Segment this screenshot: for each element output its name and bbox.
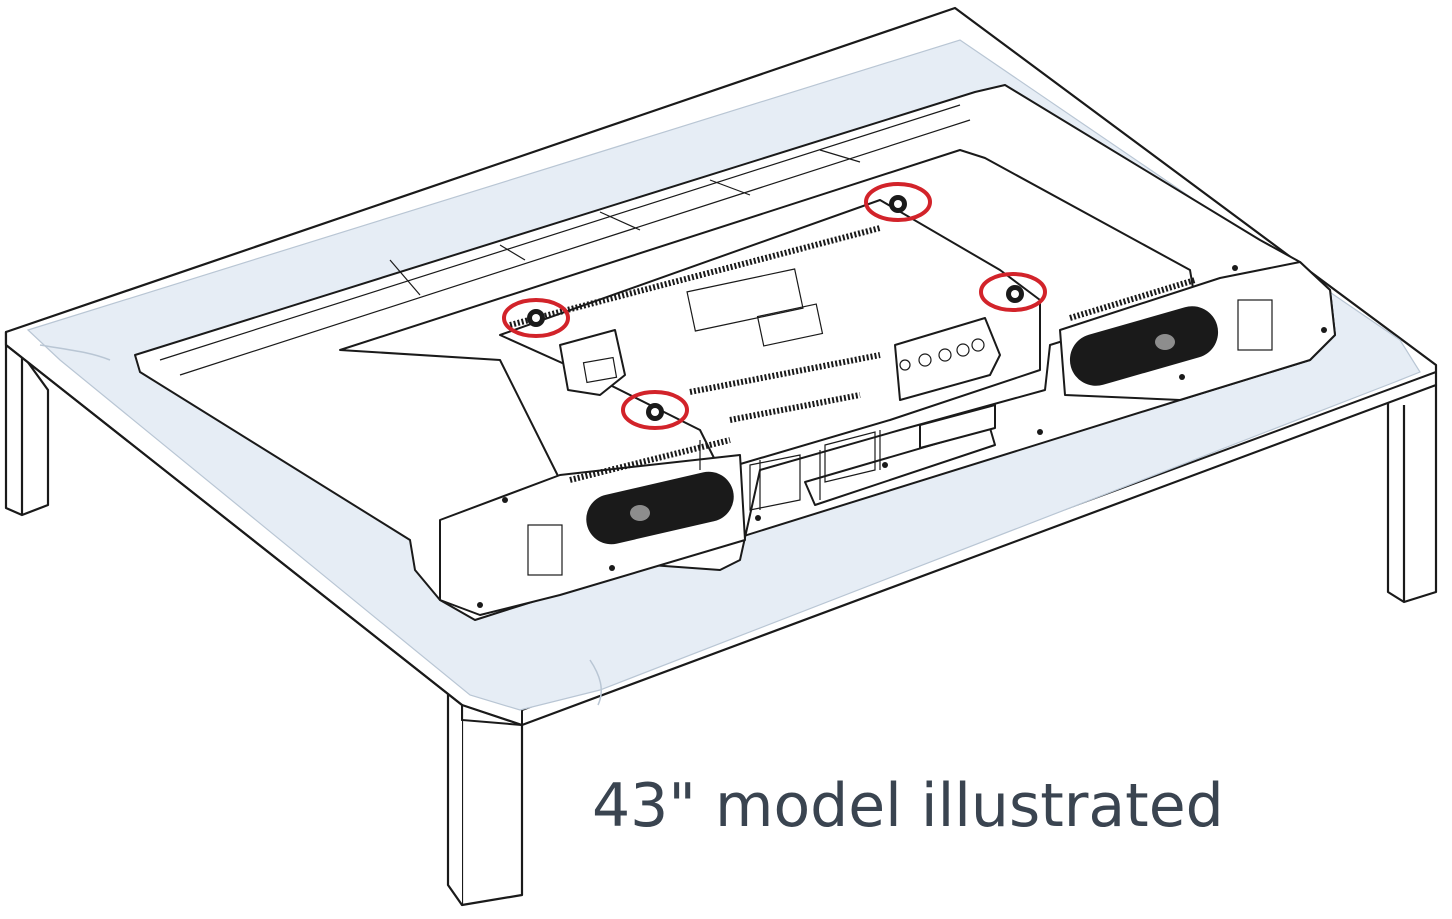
speaker-right [1069, 306, 1219, 386]
table-leg-right [1386, 383, 1438, 604]
speakers [586, 306, 1219, 545]
highlight-ring-icon [864, 182, 932, 222]
mount-hole-top-left [502, 298, 570, 338]
table-legs [4, 330, 1438, 907]
mount-hole-top-right [864, 182, 932, 222]
panel-details [159, 104, 1273, 576]
highlight-ring-icon [979, 272, 1047, 312]
vents [509, 225, 1196, 483]
highlight-ring-icon [621, 390, 689, 430]
mount-holes [502, 182, 1047, 430]
small-screws [477, 265, 1327, 608]
table-leg-left [4, 330, 50, 517]
caption: 43" model illustrated [592, 771, 1224, 841]
speaker-left [586, 471, 734, 545]
mount-hole-bottom-left [621, 390, 689, 430]
mount-hole-bottom-right [979, 272, 1047, 312]
highlight-ring-icon [502, 298, 570, 338]
